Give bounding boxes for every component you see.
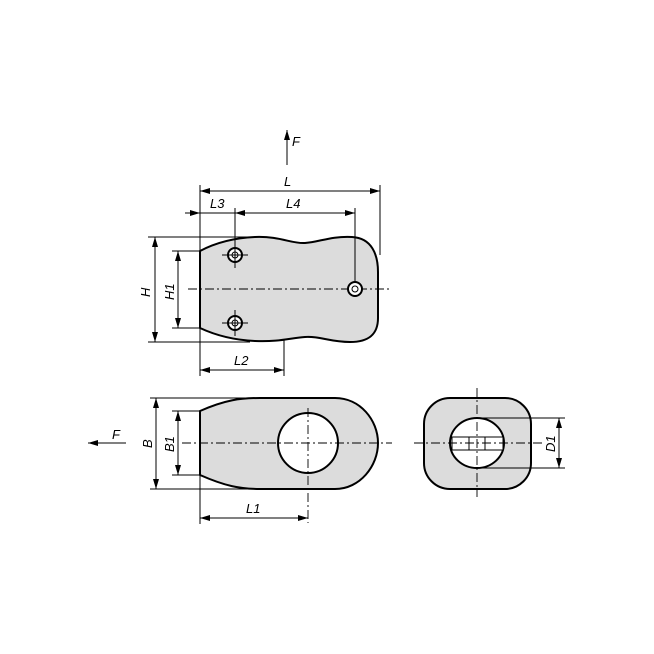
dim-label-L1: L1: [246, 501, 260, 516]
slot: [451, 436, 504, 451]
dim-label-B1: B1: [162, 436, 177, 452]
dim-label-L: L: [284, 174, 291, 189]
screw-hole: [347, 208, 363, 297]
top-view: F L L3 L4 H H1 L2: [138, 130, 392, 376]
side-view: D1: [414, 388, 565, 497]
dim-label-L3: L3: [210, 196, 225, 211]
lever-body-top: [199, 235, 379, 344]
screw-hole: [222, 310, 248, 336]
lever-body-front: [199, 397, 380, 490]
dim-label-H1: H1: [162, 283, 177, 300]
screw-hole: [222, 208, 248, 268]
front-view: F B B1 L1: [88, 397, 392, 524]
dim-label-L2: L2: [234, 353, 249, 368]
dim-label-B: B: [140, 439, 155, 448]
dim-label-D1: D1: [543, 435, 558, 452]
force-label: F: [292, 134, 301, 149]
dim-label-L4: L4: [286, 196, 300, 211]
dim-label-H: H: [138, 287, 153, 297]
force-label: F: [112, 427, 121, 442]
